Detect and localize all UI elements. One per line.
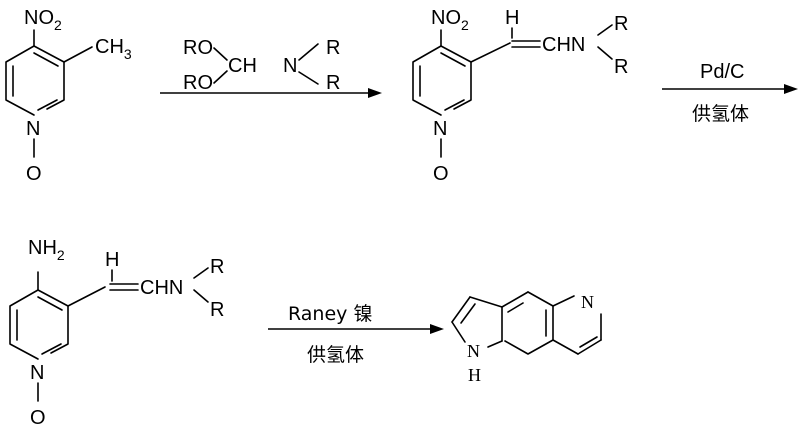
arrow2-hydrogen-donor-label: 供氢体 xyxy=(692,103,749,125)
compound2-nitro-label: NO2 xyxy=(431,7,469,33)
product-bonds xyxy=(451,291,602,355)
compound3-bonds xyxy=(9,267,209,402)
reagent1-r-top: R xyxy=(326,37,340,59)
product-pyrrole-hydrogen: H xyxy=(468,365,481,385)
compound1-bonds xyxy=(5,29,93,158)
compound1-oxide-oxygen: O xyxy=(26,163,42,185)
compound1-nitro-label: NO2 xyxy=(24,7,62,33)
reagent1-ro-bottom: RO xyxy=(183,72,213,94)
compound1-methyl-label: CH3 xyxy=(95,36,132,62)
reaction-arrow-3: Raney 镍 供氢体 xyxy=(268,303,444,366)
reagent1-r-bottom: R xyxy=(326,72,340,94)
compound3-oxide-oxygen: O xyxy=(30,407,46,429)
reagent-formamide-acetal: RO RO CH N R R xyxy=(183,37,340,94)
reagent1-bond-o-bottom xyxy=(213,70,228,84)
compound2-ring-nitrogen: N xyxy=(433,118,447,140)
compound2-oxide-oxygen: O xyxy=(433,163,449,185)
reagent1-bond-r-bottom xyxy=(298,71,319,85)
product-pyrrole-nitrogen: N xyxy=(467,341,480,361)
arrow2-reagent-label: Pd/C xyxy=(700,61,744,83)
compound2-bonds xyxy=(412,24,613,158)
compound3-chn-label: CHN xyxy=(140,277,183,299)
product-pyridine-nitrogen: N xyxy=(581,292,594,312)
compound3-vinyl-hydrogen: H xyxy=(105,249,119,271)
reagent1-ch-label: CH xyxy=(228,55,257,77)
reaction-arrow-1 xyxy=(160,88,382,98)
reagent1-bond-o-top xyxy=(213,47,228,61)
compound-enamine-aminopyridine-n-oxide: NH2 H CHN R R N O xyxy=(9,237,224,429)
product-5-azaindole: N N H xyxy=(451,291,602,385)
compound-3-methyl-4-nitropyridine-n-oxide: NO2 CH3 N O xyxy=(5,7,132,185)
reagent1-ro-top: RO xyxy=(183,37,213,59)
compound2-r-top: R xyxy=(614,13,628,35)
compound3-amino-label: NH2 xyxy=(28,237,65,263)
reaction-arrow-2: Pd/C 供氢体 xyxy=(662,61,798,125)
compound3-r-bottom: R xyxy=(210,299,224,321)
compound2-r-bottom: R xyxy=(614,56,628,78)
compound3-r-top: R xyxy=(210,256,224,278)
compound3-ring-nitrogen: N xyxy=(30,362,44,384)
reagent1-n-label: N xyxy=(283,55,297,77)
compound1-ring-nitrogen: N xyxy=(26,118,40,140)
arrow3-reagent-label: Raney 镍 xyxy=(288,303,372,325)
compound2-chn-label: CHN xyxy=(542,34,585,56)
compound-enamine-nitropyridine-n-oxide: NO2 H CHN R R N O xyxy=(412,7,628,185)
arrow3-hydrogen-donor-label: 供氢体 xyxy=(307,344,364,366)
compound2-vinyl-hydrogen: H xyxy=(505,7,519,29)
reagent1-bond-r-top xyxy=(298,43,319,61)
